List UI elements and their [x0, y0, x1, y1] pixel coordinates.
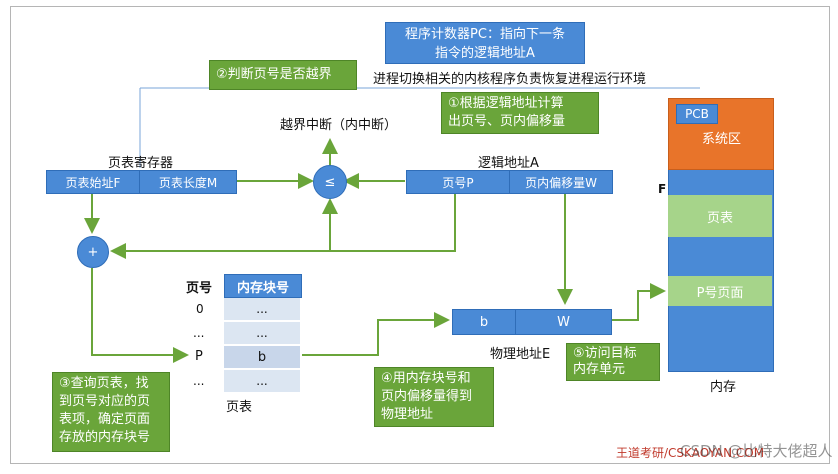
callout-3-line-3: 表项，确定页面	[59, 412, 151, 427]
callout-3-line-4: 存放的内存块号	[59, 430, 151, 445]
memory-caption: 内存	[710, 380, 737, 395]
callout-4-line-2: 页内偏移量得到	[381, 389, 473, 404]
page-table-row-1-page: ...	[193, 326, 205, 340]
pc-line-1: 程序计数器PC：指向下一条	[405, 27, 565, 42]
page-table-row-0-block: ...	[224, 298, 300, 320]
page-table-header-page: 页号	[186, 281, 213, 296]
ptr-title: 页表寄存器	[108, 156, 174, 171]
ptr-start-cell: 页表始址F	[46, 170, 140, 194]
memory-p-page-area: P号页面	[668, 276, 772, 306]
page-table-row-3-page: ...	[193, 374, 205, 388]
page-table-row-1-block: ...	[224, 322, 300, 344]
memory-f-label: F	[658, 182, 667, 196]
callout-1-line-2: 出页号、页内偏移量	[448, 114, 566, 129]
page-table-row-0-page: 0	[196, 302, 204, 316]
page-table-caption: 页表	[226, 400, 253, 415]
page-to-adder-arrow	[110, 193, 456, 259]
boundary-interrupt-label: 越界中断（内中断）	[280, 118, 398, 133]
program-counter-box: 程序计数器PC：指向下一条 指令的逻辑地址A	[385, 22, 585, 64]
callout-1-line-1: ①根据逻辑地址计算	[448, 96, 564, 111]
page-table-header-block: 内存块号	[224, 274, 302, 298]
callout-5-line-1: ⑤访问目标	[573, 346, 637, 361]
physical-block-cell: b	[452, 309, 516, 335]
adder-circle: +	[77, 236, 109, 268]
watermark-overlay: CSDN @比特大佬超人	[680, 442, 833, 460]
watermark-main: 王道考研/CSKAOYAN.COM	[616, 446, 765, 460]
callout-5-line-2: 内存单元	[573, 362, 626, 377]
ptr-length-cell: 页表长度M	[139, 170, 237, 194]
physical-address-caption: 物理地址E	[490, 347, 551, 362]
diagram-frame	[10, 6, 830, 464]
adder-to-row-arrow	[91, 268, 189, 363]
page-table-row-p-page: P	[195, 349, 203, 364]
logical-page-cell: 页号P	[406, 170, 510, 194]
callout-step-2: ②判断页号是否越界	[209, 60, 357, 90]
physical-to-memory-arrow	[612, 283, 666, 321]
callout-step-5: ⑤访问目标 内存单元	[566, 343, 660, 381]
logical-offset-cell: 页内偏移量W	[509, 170, 613, 194]
callout-3-line-1: ③查询页表，找	[59, 376, 149, 391]
logical-address-title: 逻辑地址A	[478, 156, 539, 171]
page-table-row-3-block: ...	[224, 370, 300, 392]
page-table-row-p-block: b	[224, 346, 300, 368]
memory-pcb-label: PCB	[676, 104, 718, 124]
pc-caption: 进程切换相关的内核程序负责恢复进程运行环境	[373, 72, 647, 87]
memory-page-table-area: 页表	[668, 195, 772, 237]
callout-step-4: ④用内存块号和 页内偏移量得到 物理地址	[374, 367, 494, 427]
pc-line-2: 指令的逻辑地址A	[435, 46, 535, 61]
callout-step-3: ③查询页表，找 到页号对应的页 表项，确定页面 存放的内存块号	[52, 372, 170, 452]
callout-4-line-3: 物理地址	[381, 407, 434, 422]
callout-4-line-1: ④用内存块号和	[381, 371, 471, 386]
callout-3-line-2: 到页号对应的页	[59, 394, 151, 409]
compare-circle: ≤	[313, 165, 347, 199]
callout-step-1: ①根据逻辑地址计算 出页号、页内偏移量	[441, 92, 599, 134]
memory-system-area-label: 系统区	[702, 132, 742, 147]
block-to-physical-arrow	[302, 312, 450, 356]
physical-offset-cell: W	[515, 309, 612, 335]
